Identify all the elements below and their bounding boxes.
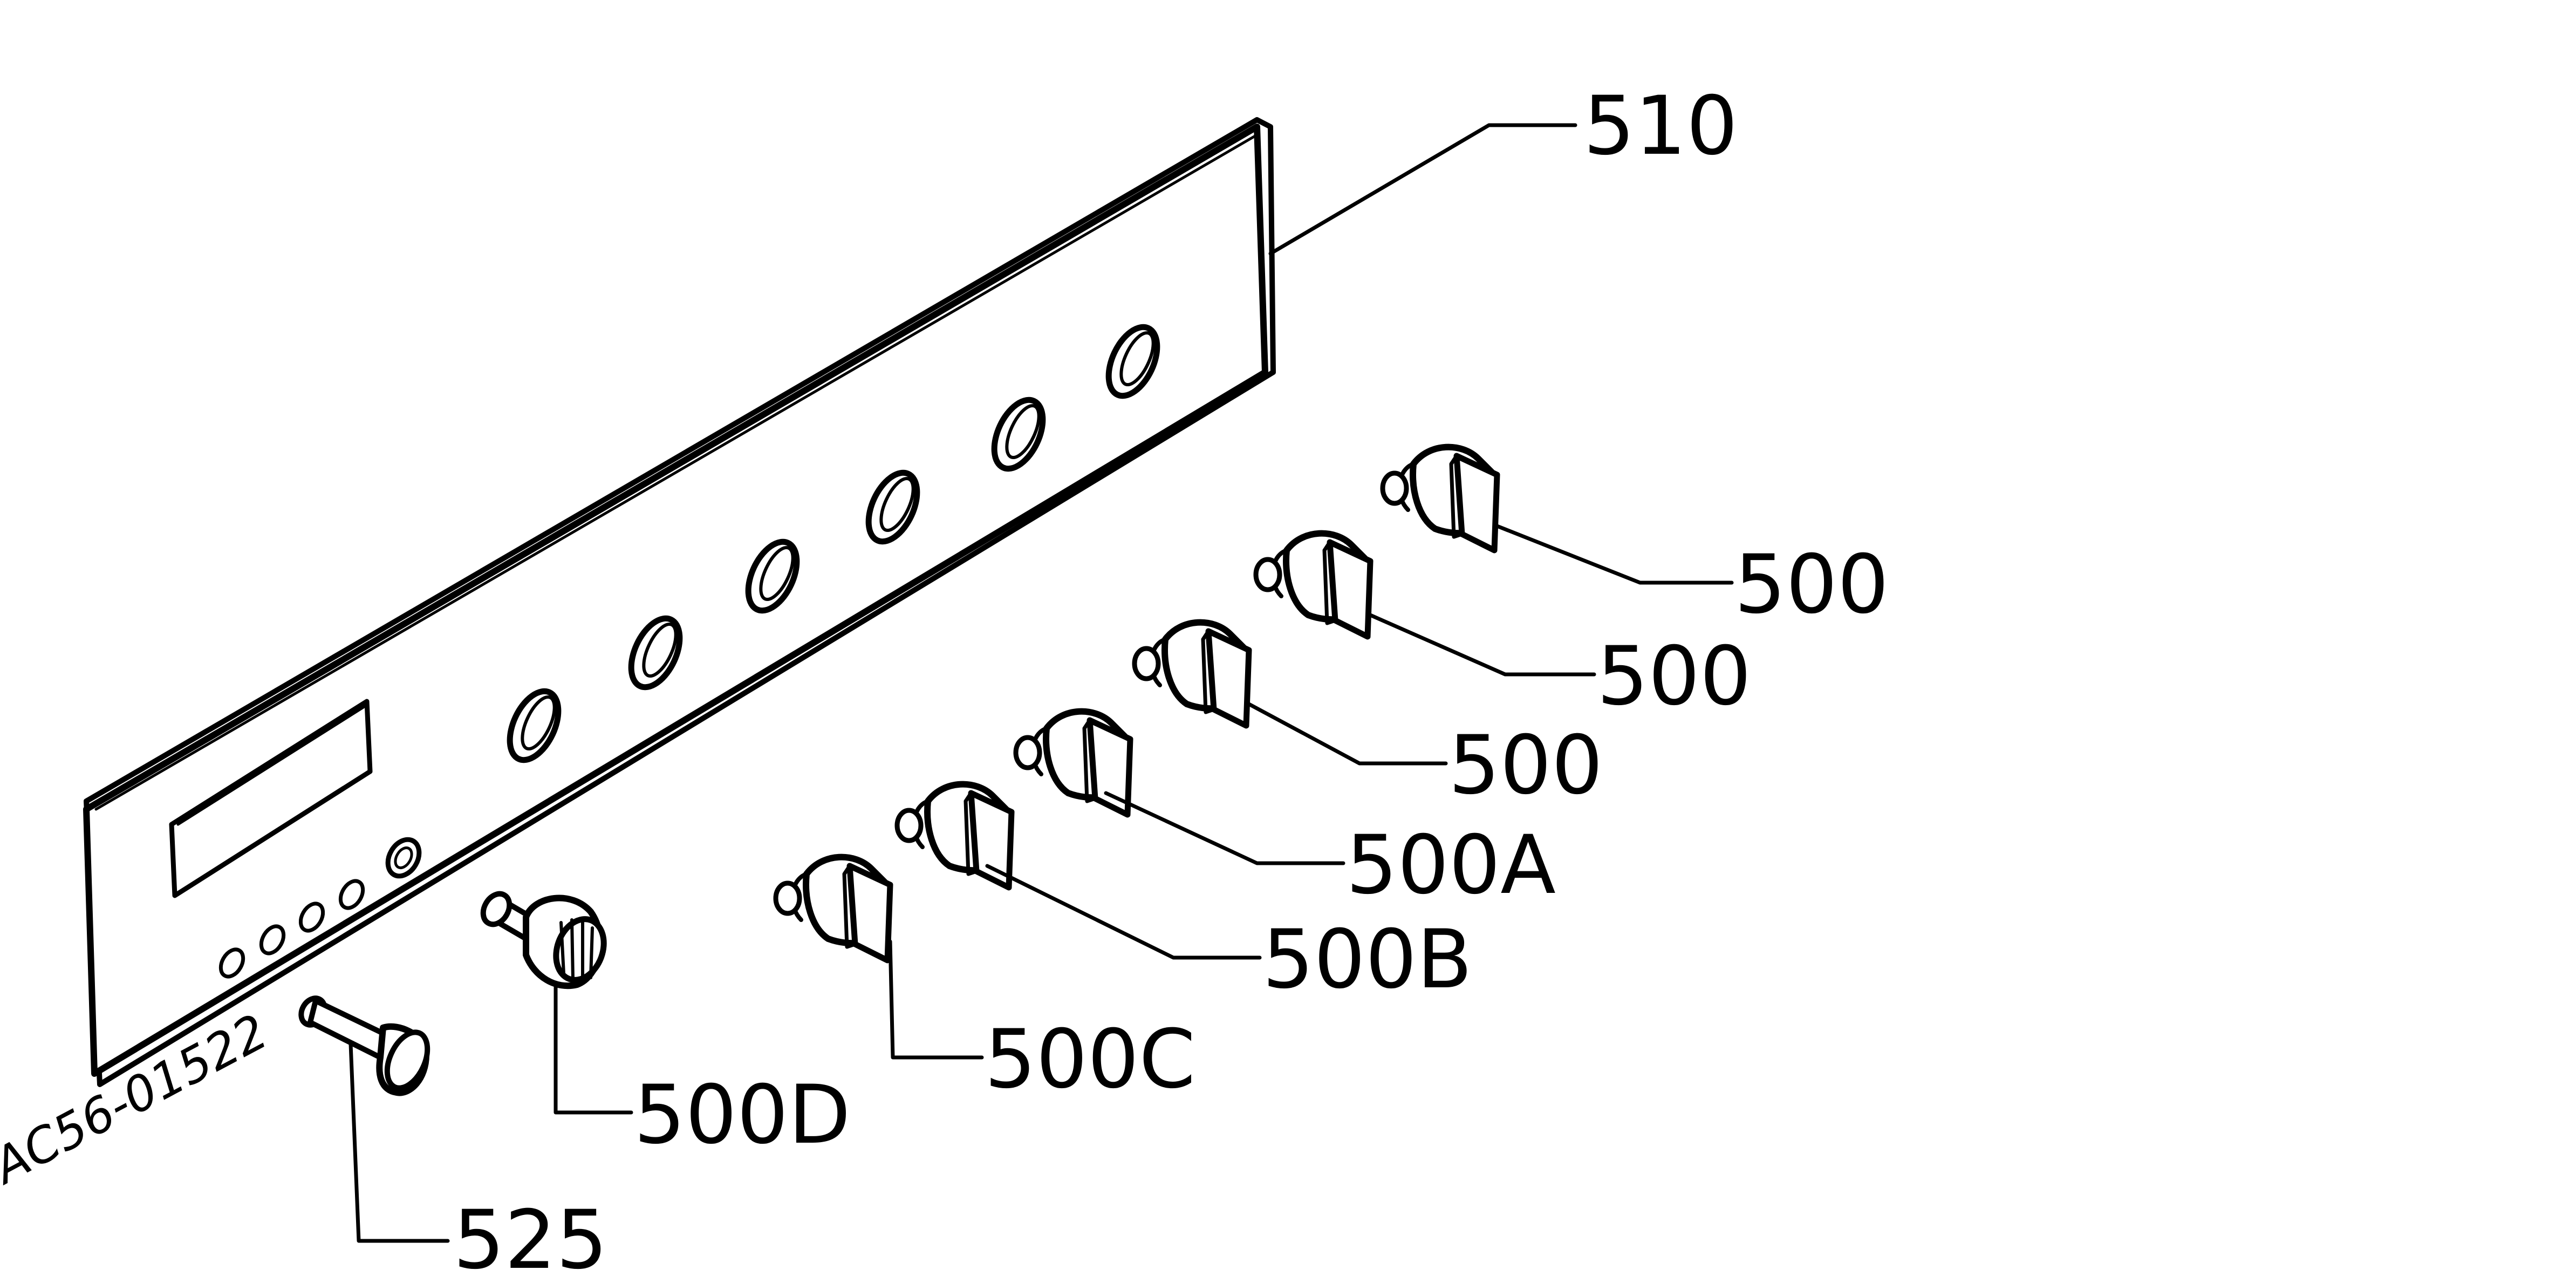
control-knob <box>773 854 893 964</box>
leader-line-500d <box>554 985 633 1115</box>
callout-labels: 510 500 500 500 500A 500B 500C 500D 525 <box>453 79 1889 1270</box>
callout-500: 500 <box>1448 719 1603 812</box>
callout-500a: 500A <box>1346 818 1556 912</box>
leader-line-510 <box>1268 123 1577 256</box>
leader-line-500-1 <box>1495 524 1734 585</box>
callout-500c: 500C <box>985 1013 1195 1107</box>
callout-510: 510 <box>1583 79 1738 173</box>
timer-knob-hole <box>385 837 422 879</box>
timer-knob-hole-inner <box>394 846 413 869</box>
callout-500b: 500B <box>1262 913 1472 1007</box>
leader-line-500c <box>888 939 984 1060</box>
panel-front-face <box>83 124 1268 1077</box>
callout-500d: 500D <box>634 1068 851 1162</box>
display-window <box>169 699 373 898</box>
leader-line-500-3 <box>1247 702 1448 766</box>
callout-500: 500 <box>1597 630 1751 723</box>
control-knob <box>894 781 1015 891</box>
knob-hole-inner <box>879 476 915 532</box>
knob-hole <box>865 469 920 545</box>
knob-hole <box>1105 324 1160 399</box>
control-knob <box>1253 530 1374 640</box>
indicator-hole <box>259 924 286 955</box>
knob-hole-inner <box>642 622 678 678</box>
indicator-hole <box>338 879 365 910</box>
indicator-hole <box>218 947 245 979</box>
callout-525: 525 <box>453 1193 607 1270</box>
callout-500: 500 <box>1734 538 1889 632</box>
leader-line-500b <box>985 864 1262 960</box>
knob-holes <box>507 324 1160 763</box>
leader-line-500-2 <box>1368 613 1596 677</box>
control-knobs <box>773 443 1500 964</box>
knob-hole <box>507 688 562 763</box>
panel-bevel <box>94 133 1259 811</box>
indicator-hole <box>298 902 325 933</box>
control-knob <box>1013 708 1133 818</box>
timer-knob <box>480 891 607 989</box>
knob-hole <box>745 538 800 614</box>
control-knob <box>1380 443 1500 554</box>
knob-hole-inner <box>521 695 556 751</box>
leader-line-525 <box>349 1042 450 1243</box>
leader-line-500a <box>1104 791 1345 865</box>
knob-hole-inner <box>1005 404 1041 460</box>
push-button <box>298 995 431 1096</box>
knob-hole <box>991 397 1046 472</box>
control-panel <box>83 117 1276 1087</box>
leader-lines <box>349 123 1734 1243</box>
display-window-inner <box>176 705 366 826</box>
knob-hole-inner <box>759 545 795 602</box>
control-knob <box>1132 619 1252 729</box>
knob-hole-inner <box>1119 331 1155 387</box>
knob-hole <box>628 615 683 691</box>
